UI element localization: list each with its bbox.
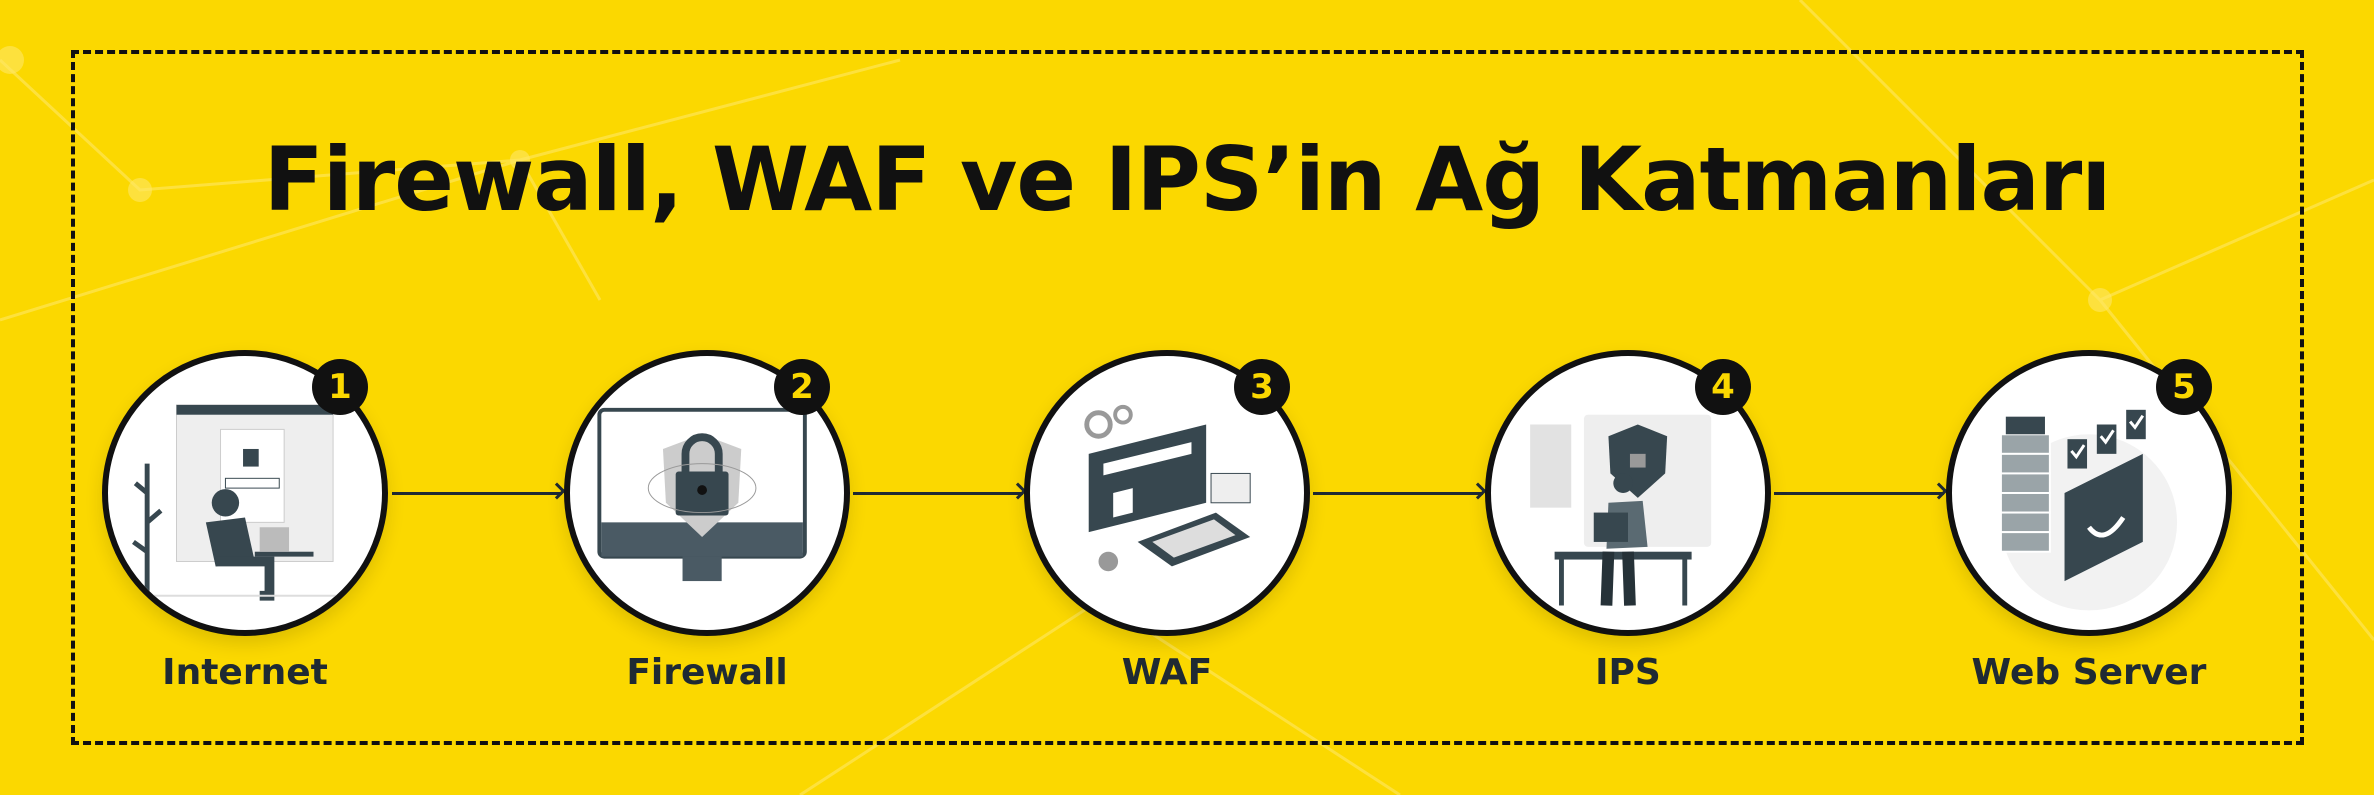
- page-title: Firewall, WAF ve IPS’in Ağ Katmanları: [263, 128, 2112, 231]
- arrow-1-2: [392, 492, 562, 495]
- step-label-firewall: Firewall: [626, 652, 788, 693]
- step-badge-4: 4: [1695, 359, 1751, 415]
- step-label-internet: Internet: [162, 652, 328, 693]
- step-internet-circle: [102, 350, 388, 636]
- person-shield-icon: [1530, 414, 1712, 606]
- step-label-ips: IPS: [1595, 652, 1661, 693]
- arrow-4-5: [1774, 492, 1944, 495]
- step-ips-circle: [1485, 350, 1771, 636]
- arrow-3-4: [1313, 492, 1483, 495]
- step-badge-5: 5: [2156, 359, 2212, 415]
- step-web-server-circle: [1946, 350, 2232, 636]
- arrow-2-3: [853, 492, 1023, 495]
- dashed-frame: [71, 50, 2304, 745]
- otp-phone-security-icon: [1084, 404, 1251, 572]
- server-monitor-check-icon: [1999, 409, 2178, 611]
- step-label-waf: WAF: [1121, 652, 1213, 693]
- step-badge-2: 2: [774, 359, 830, 415]
- person-laptop-login-icon: [127, 404, 363, 601]
- monitor-padlock-icon: [597, 407, 807, 582]
- step-label-web-server: Web Server: [1971, 652, 2207, 693]
- step-badge-1: 1: [312, 359, 368, 415]
- step-badge-3: 3: [1234, 359, 1290, 415]
